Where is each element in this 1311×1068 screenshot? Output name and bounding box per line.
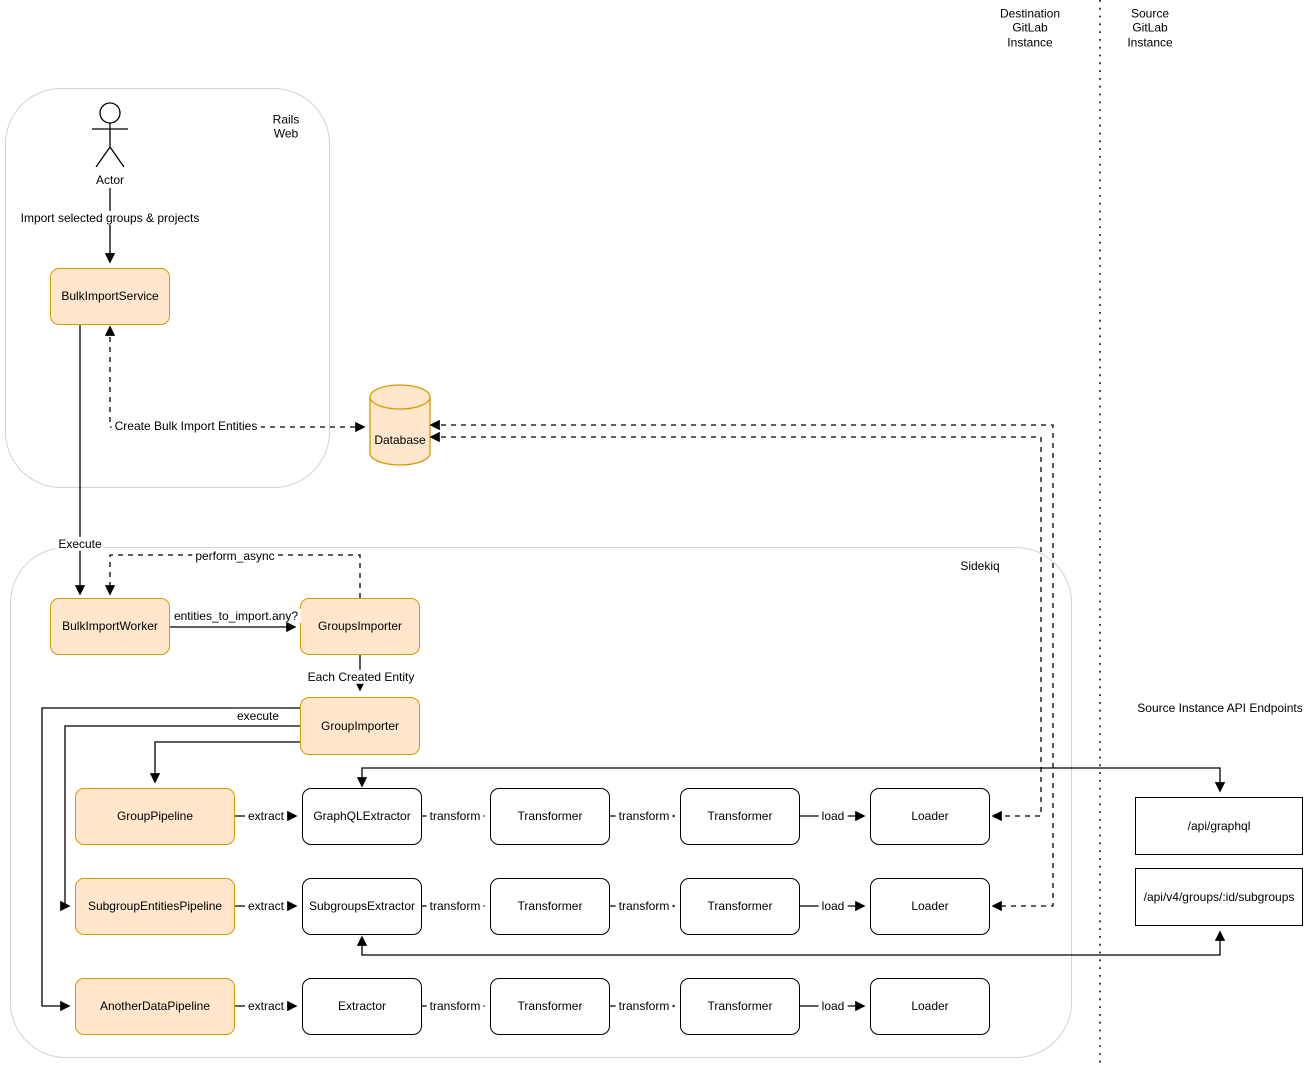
transformer-node-row2-b: Transformer xyxy=(680,878,800,935)
bulkimportworker-node: BulkImportWorker xyxy=(50,598,170,655)
edge-label-transform2-row3: transform xyxy=(615,998,673,1014)
bulkimportservice-node: BulkImportService xyxy=(50,268,170,325)
edge-label-execute: Execute xyxy=(55,536,105,552)
transformer-label: Transformer xyxy=(517,999,583,1014)
edge-label-execute-lower: execute xyxy=(233,708,283,724)
transformer-node-row1-a: Transformer xyxy=(490,788,610,845)
edge-label-load-row2: load xyxy=(818,898,848,914)
extractor-node: Extractor xyxy=(302,978,422,1035)
edge-label-transform2-row1: transform xyxy=(615,808,673,824)
edge-perform-async xyxy=(104,554,361,598)
loader-node-row3: Loader xyxy=(870,978,990,1035)
database-icon xyxy=(369,384,431,466)
bulkimportservice-label: BulkImportService xyxy=(61,289,159,304)
edge-label-transform2-row2: transform xyxy=(615,898,673,914)
bulkimportworker-label: BulkImportWorker xyxy=(62,619,158,634)
loader-label: Loader xyxy=(911,809,949,824)
subgroupsextractor-node: SubgroupsExtractor xyxy=(302,878,422,935)
api-endpoints-heading: Source Instance API Endpoints xyxy=(1137,700,1303,715)
edge-database-loader2 xyxy=(429,419,1054,912)
edge-label-load-row1: load xyxy=(818,808,848,824)
database-label: Database xyxy=(374,432,426,447)
edge-label-create-bulk-import-entities: Create Bulk Import Entities xyxy=(111,418,261,434)
graphqlextractor-label: GraphQLExtractor xyxy=(313,809,411,824)
edge-create-bulk-import-entities xyxy=(104,325,366,433)
actor-label: Actor xyxy=(95,172,125,187)
transformer-label: Transformer xyxy=(517,899,583,914)
rails-web-container xyxy=(5,88,330,488)
edge-execute-subgrouppipeline xyxy=(60,725,300,912)
api-graphql-label: /api/graphql xyxy=(1187,818,1251,833)
edge-label-perform-async: perform_async xyxy=(192,548,278,564)
subgroupentitiespipeline-node: SubgroupEntitiesPipeline xyxy=(75,878,235,935)
subgroupsextractor-label: SubgroupsExtractor xyxy=(308,899,416,914)
transformer-node-row3-b: Transformer xyxy=(680,978,800,1035)
loader-node-row1: Loader xyxy=(870,788,990,845)
loader-node-row2: Loader xyxy=(870,878,990,935)
groupsimporter-label: GroupsImporter xyxy=(317,619,403,634)
edge-label-extract-row2: extract xyxy=(244,898,288,914)
source-instance-label: Source GitLab Instance xyxy=(1127,6,1173,50)
extractor-label: Extractor xyxy=(337,999,386,1014)
edge-execute-anotherdatapipeline xyxy=(41,707,300,1012)
api-subgroups-label: /api/v4/groups/:id/subgroups xyxy=(1143,889,1295,904)
transformer-node-row1-b: Transformer xyxy=(680,788,800,845)
edge-label-transform1-row3: transform xyxy=(426,998,484,1014)
grouppipeline-label: GroupPipeline xyxy=(116,809,194,824)
api-subgroups-endpoint-node: /api/v4/groups/:id/subgroups xyxy=(1135,868,1303,926)
sidekiq-container-label: Sidekiq xyxy=(960,558,1000,573)
edge-label-transform1-row1: transform xyxy=(426,808,484,824)
dashed-edges xyxy=(104,325,1054,912)
groupsimporter-node: GroupsImporter xyxy=(300,598,420,655)
edge-execute-grouppipeline xyxy=(149,741,300,784)
transformer-node-row2-a: Transformer xyxy=(490,878,610,935)
loader-label: Loader xyxy=(911,999,949,1014)
transformer-label: Transformer xyxy=(517,809,583,824)
edge-label-extract-row1: extract xyxy=(244,808,288,824)
edge-label-transform1-row2: transform xyxy=(426,898,484,914)
graphqlextractor-node: GraphQLExtractor xyxy=(302,788,422,845)
loader-label: Loader xyxy=(911,899,949,914)
transformer-label: Transformer xyxy=(707,809,773,824)
groupimporter-node: GroupImporter xyxy=(300,697,420,755)
transformer-node-row3-a: Transformer xyxy=(490,978,610,1035)
edge-label-import-selected: Import selected groups & projects xyxy=(17,210,203,226)
subgroupentitiespipeline-label: SubgroupEntitiesPipeline xyxy=(87,899,223,914)
destination-instance-label: Destination GitLab Instance xyxy=(999,6,1061,50)
grouppipeline-node: GroupPipeline xyxy=(75,788,235,845)
anotherdatapipeline-label: AnotherDataPipeline xyxy=(99,999,211,1014)
api-graphql-endpoint-node: /api/graphql xyxy=(1135,797,1303,855)
transformer-label: Transformer xyxy=(707,999,773,1014)
edge-label-extract-row3: extract xyxy=(244,998,288,1014)
groupimporter-label: GroupImporter xyxy=(320,718,400,733)
actor-icon xyxy=(92,102,128,168)
transformer-label: Transformer xyxy=(707,899,773,914)
anotherdatapipeline-node: AnotherDataPipeline xyxy=(75,978,235,1035)
edge-label-each-created-entity: Each Created Entity xyxy=(304,669,418,685)
edge-label-load-row3: load xyxy=(818,998,848,1014)
edge-database-loader1 xyxy=(429,431,1042,822)
edge-label-entities-to-import-any: entities_to_import.any? xyxy=(170,608,302,624)
edge-subgroupsextractor-api xyxy=(356,930,1226,956)
rails-web-container-label: Rails Web xyxy=(272,112,300,141)
